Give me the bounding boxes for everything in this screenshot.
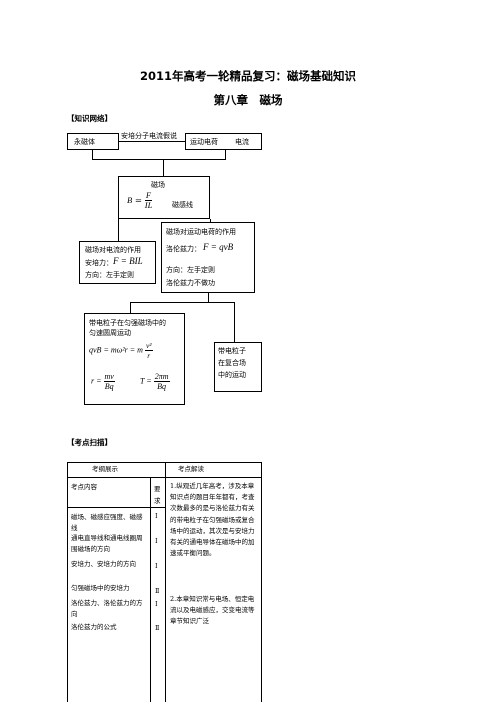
lorentz-formula: F = qvB [203,242,234,252]
composite-line-3: 中的运动 [218,371,246,379]
ampere-force-label: 安培力： [85,259,113,267]
row-level: Ⅰ [155,600,158,608]
row-level: Ⅰ [155,537,158,545]
box-permanent-magnet [67,133,119,150]
moving-charge-label: 运动电荷 [190,138,218,146]
composite-line-2: 在复合场 [218,359,246,367]
ampere-force-formula: F = BIL [113,256,143,266]
page-title: 2011年高考一轮精品复习：磁场基础知识 [139,69,356,83]
section-exam-scan: 【考点扫描】 [67,438,112,447]
permanent-magnet-label: 永磁体 [74,138,95,146]
field-formula: B = F IL [127,190,153,210]
composite-line-1: 带电粒子 [218,347,246,355]
field-line-label: 磁感线 [172,201,193,209]
lorentz-title: 磁场对运动电荷的作用 [166,228,236,236]
table-row: 洛伦兹力的公式 [71,623,117,631]
header-interpretation: 考点解读 [178,465,204,473]
table-row: 安培力、安培力的方向 [71,560,136,568]
row-level: Ⅰ [155,512,158,520]
circular-equation: qvB = mω²r = m v² r [89,341,153,360]
row-level: Ⅰ [155,562,158,570]
table-row: 磁场、磁感应强度、磁感线 [71,513,143,532]
table-row: 通电直导线和通电线圈周围磁场的方向 [71,534,143,553]
period-formula: T = 2πm Bq [140,372,170,391]
circular-title-2: 匀速圆周运动 [89,329,131,337]
force-current-title: 磁场对电流的作用 [85,246,141,254]
radius-formula: r = mv Bq [91,372,115,391]
box-composite-field [214,342,262,392]
col-require: 要求 [154,485,161,505]
header-syllabus: 考纲展示 [92,465,118,473]
ampere-hypothesis-label: 安培分子电流假说 [121,132,177,140]
box-force-on-current [79,241,156,284]
lorentz-label: 洛伦兹力： [166,245,201,253]
circular-title-1: 带电粒子在匀强磁场中的 [89,319,166,327]
exam-scan-table [67,462,262,702]
box-circular-motion [84,313,185,405]
section-knowledge-network: 【知识网络】 [67,114,112,123]
lorentz-work: 洛伦兹力不做功 [166,279,215,287]
ampere-direction: 方向：左手定则 [85,271,134,279]
interpretation-2: 2.本章知识常与电场、恒定电流以及电磁感应，交变电流等章节知识广泛 [170,595,255,626]
box-magnetic-field [118,176,210,219]
box-moving-charge-current [185,133,262,150]
row-level: Ⅱ [155,624,160,632]
row-level: Ⅱ [155,587,160,595]
magnetic-field-label: 磁场 [151,181,165,189]
interpretation-1: 1.纵观近几年高考，涉及本章知识点的题目年年都有，考查次数最多的是与洛伦兹力有关… [170,482,255,558]
chapter-title: 第八章 磁场 [213,93,283,107]
box-force-on-moving-charge [161,222,255,293]
table-row: 洛伦兹力、洛伦兹力的方向 [71,599,143,618]
current-label: 电流 [235,138,249,146]
lorentz-direction: 方向：左手定则 [166,266,215,274]
col-content: 考点内容 [71,483,97,491]
table-row: 匀强磁场中的安培力 [71,584,130,592]
